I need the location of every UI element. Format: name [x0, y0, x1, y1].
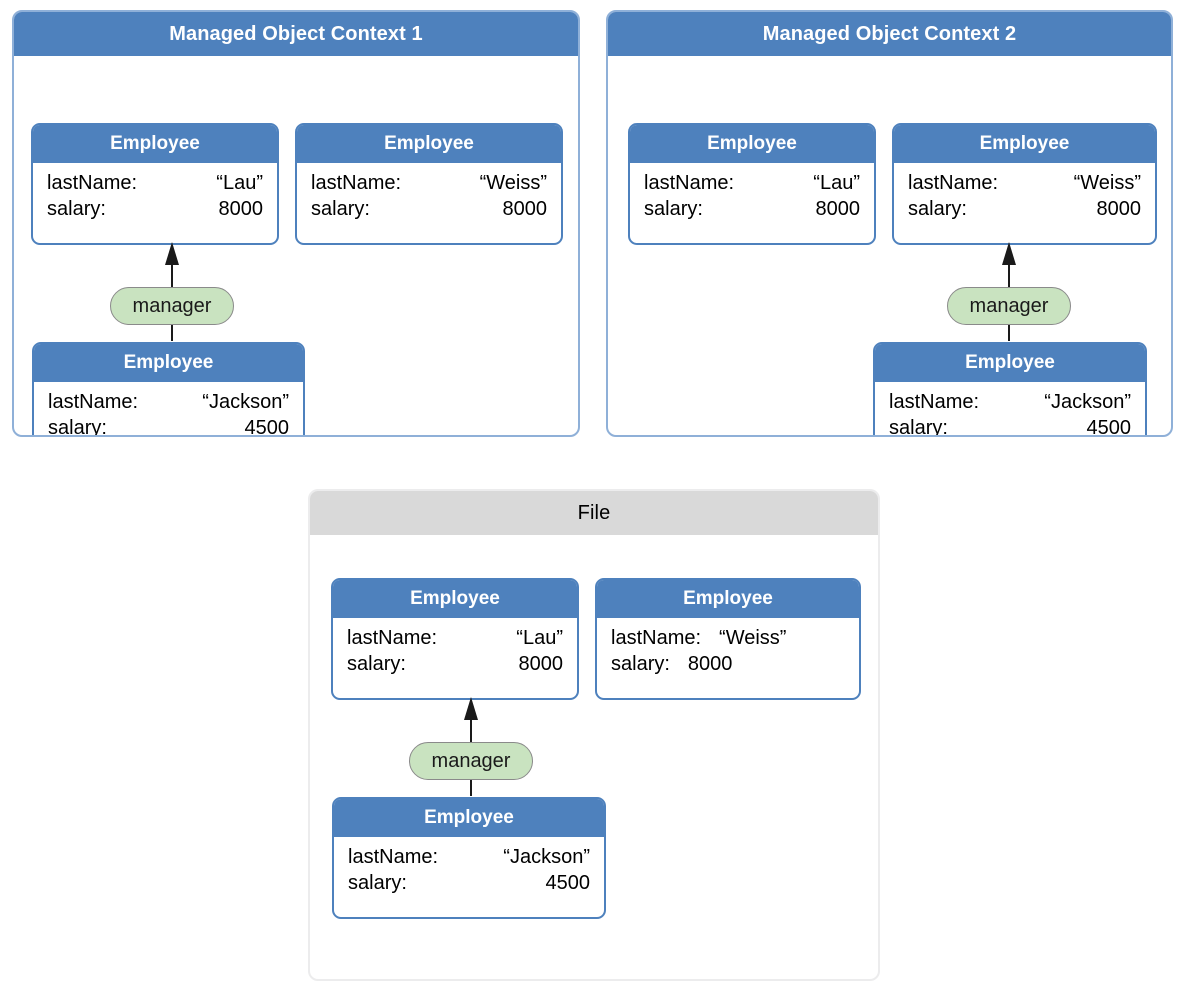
relationship-manager-jackson-to-lau: manager [310, 535, 878, 979]
employee-card-lau: Employee lastName: “Lau” salary: 8000 [628, 123, 876, 245]
employee-card-title: Employee [894, 125, 1155, 163]
attribute-value-salary: 8000 [1096, 198, 1142, 221]
attribute-row-last-name: lastName: “Weiss” [908, 170, 1141, 196]
panel-file: File Employee lastName: “Lau” salary: 80… [308, 489, 880, 981]
attribute-value-salary: 8000 [815, 198, 861, 221]
attribute-label-salary: salary: [908, 198, 967, 221]
attribute-row-last-name: lastName: “Weiss” [311, 170, 547, 196]
employee-card-jackson: Employee lastName: “Jackson” salary: 450… [873, 342, 1147, 437]
attribute-value-salary: 8000 [687, 653, 733, 676]
employee-card-weiss: Employee lastName: “Weiss” salary: 8000 [595, 578, 861, 700]
attribute-label-last-name: lastName: [311, 172, 402, 194]
attribute-value-last-name: “Weiss” [719, 627, 787, 649]
attribute-label-salary: salary: [47, 198, 106, 221]
attribute-label-salary: salary: [644, 198, 703, 221]
employee-card-jackson: Employee lastName: “Jackson” salary: 450… [332, 797, 606, 919]
panel-title-managed-object-context-2: Managed Object Context 2 [608, 12, 1171, 56]
attribute-row-salary: salary: 4500 [48, 415, 290, 437]
employee-card-title: Employee [33, 125, 277, 163]
attribute-label-last-name: lastName: [611, 627, 702, 649]
attribute-row-salary: salary: 8000 [611, 651, 845, 677]
employee-card-attributes: lastName: “Weiss” salary: 8000 [297, 163, 561, 233]
attribute-value-last-name: “Jackson” [1044, 391, 1131, 413]
relationship-manager-jackson-to-weiss: manager [608, 56, 1171, 435]
employee-card-title: Employee [34, 344, 303, 382]
employee-card-attributes: lastName: “Lau” salary: 8000 [333, 618, 577, 688]
attribute-value-salary: 8000 [502, 198, 548, 221]
attribute-label-last-name: lastName: [348, 846, 439, 868]
employee-card-title: Employee [597, 580, 859, 618]
employee-card-jackson: Employee lastName: “Jackson” salary: 450… [32, 342, 305, 437]
attribute-label-salary: salary: [889, 417, 948, 437]
employee-card-attributes: lastName: “Weiss” salary: 8000 [894, 163, 1155, 233]
employee-card-attributes: lastName: “Lau” salary: 8000 [630, 163, 874, 233]
attribute-label-last-name: lastName: [347, 627, 438, 649]
attribute-value-salary: 8000 [218, 198, 264, 221]
attribute-value-last-name: “Lau” [516, 627, 563, 649]
employee-card-title: Employee [334, 799, 604, 837]
panel-body-file: Employee lastName: “Lau” salary: 8000 Em… [310, 535, 878, 979]
employee-card-attributes: lastName: “Jackson” salary: 4500 [334, 837, 604, 907]
employee-card-lau: Employee lastName: “Lau” salary: 8000 [31, 123, 279, 245]
relationship-label-manager: manager [947, 287, 1071, 325]
employee-card-attributes: lastName: “Weiss” salary: 8000 [597, 618, 859, 688]
attribute-value-salary: 4500 [244, 417, 290, 437]
attribute-label-last-name: lastName: [644, 172, 735, 194]
attribute-row-salary: salary: 8000 [47, 196, 263, 222]
relationship-label-manager: manager [409, 742, 533, 780]
attribute-row-salary: salary: 8000 [908, 196, 1141, 222]
attribute-row-last-name: lastName: “Lau” [47, 170, 263, 196]
employee-card-attributes: lastName: “Jackson” salary: 4500 [875, 382, 1145, 437]
employee-card-title: Employee [875, 344, 1145, 382]
attribute-row-last-name: lastName: “Jackson” [889, 389, 1131, 415]
employee-card-attributes: lastName: “Jackson” salary: 4500 [34, 382, 303, 437]
attribute-value-last-name: “Jackson” [202, 391, 289, 413]
attribute-row-salary: salary: 8000 [644, 196, 860, 222]
panel-body-managed-object-context-1: Employee lastName: “Lau” salary: 8000 Em… [14, 56, 578, 435]
attribute-label-salary: salary: [347, 653, 406, 676]
attribute-label-last-name: lastName: [908, 172, 999, 194]
panel-managed-object-context-1: Managed Object Context 1 Employee lastNa… [12, 10, 580, 437]
attribute-label-salary: salary: [48, 417, 107, 437]
attribute-row-last-name: lastName: “Lau” [347, 625, 563, 651]
attribute-row-last-name: lastName: “Lau” [644, 170, 860, 196]
employee-card-lau: Employee lastName: “Lau” salary: 8000 [331, 578, 579, 700]
attribute-row-last-name: lastName: “Weiss” [611, 625, 845, 651]
attribute-label-salary: salary: [311, 198, 370, 221]
employee-card-title: Employee [333, 580, 577, 618]
attribute-value-last-name: “Lau” [813, 172, 860, 194]
attribute-value-last-name: “Weiss” [479, 172, 547, 194]
attribute-row-salary: salary: 4500 [889, 415, 1132, 437]
relationship-manager-jackson-to-lau: manager [14, 56, 578, 435]
attribute-label-last-name: lastName: [48, 391, 139, 413]
relationship-arrowhead [1002, 242, 1016, 265]
relationship-label-manager: manager [110, 287, 234, 325]
attribute-value-last-name: “Jackson” [503, 846, 590, 868]
panel-title-managed-object-context-1: Managed Object Context 1 [14, 12, 578, 56]
employee-card-title: Employee [630, 125, 874, 163]
attribute-label-salary: salary: [611, 653, 670, 676]
attribute-label-salary: salary: [348, 872, 407, 895]
attribute-value-salary: 8000 [518, 653, 564, 676]
attribute-label-last-name: lastName: [47, 172, 138, 194]
employee-card-weiss: Employee lastName: “Weiss” salary: 8000 [892, 123, 1157, 245]
relationship-arrowhead [165, 242, 179, 265]
attribute-value-last-name: “Lau” [216, 172, 263, 194]
employee-card-attributes: lastName: “Lau” salary: 8000 [33, 163, 277, 233]
panel-body-managed-object-context-2: Employee lastName: “Lau” salary: 8000 Em… [608, 56, 1171, 435]
attribute-value-last-name: “Weiss” [1073, 172, 1141, 194]
employee-card-title: Employee [297, 125, 561, 163]
attribute-row-last-name: lastName: “Jackson” [48, 389, 289, 415]
attribute-label-last-name: lastName: [889, 391, 980, 413]
panel-title-file: File [310, 491, 878, 535]
attribute-value-salary: 4500 [545, 872, 591, 895]
attribute-row-last-name: lastName: “Jackson” [348, 844, 590, 870]
attribute-value-salary: 4500 [1086, 417, 1132, 437]
attribute-row-salary: salary: 4500 [348, 870, 590, 896]
employee-card-weiss: Employee lastName: “Weiss” salary: 8000 [295, 123, 563, 245]
panel-managed-object-context-2: Managed Object Context 2 Employee lastNa… [606, 10, 1173, 437]
attribute-row-salary: salary: 8000 [347, 651, 563, 677]
relationship-arrowhead [464, 697, 478, 720]
attribute-row-salary: salary: 8000 [311, 196, 547, 222]
